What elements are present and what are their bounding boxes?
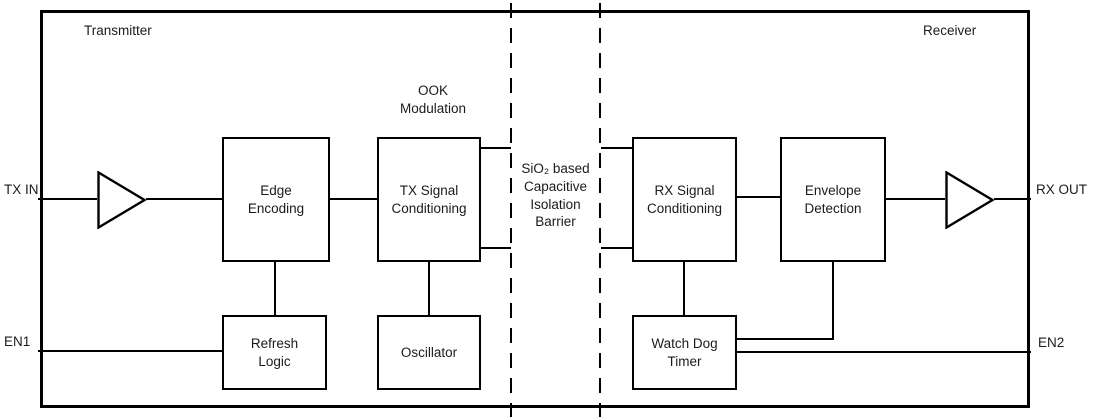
block-tx-signal-conditioning: TX Signal Conditioning bbox=[377, 137, 481, 262]
isolation-barrier-dashed-line-left bbox=[510, 3, 512, 417]
isolation-barrier-dashed-line-right bbox=[599, 3, 601, 417]
wire-refresh-logic-to-edge-encoding bbox=[274, 262, 276, 315]
wire-rx-signal-to-envelope bbox=[737, 196, 780, 198]
port-label-tx-in: TX IN bbox=[4, 182, 39, 197]
wire-buffer-to-edge-encoding bbox=[146, 198, 222, 200]
wire-envelope-to-watchdog bbox=[737, 338, 834, 340]
wire-tx-coupling-bottom bbox=[481, 247, 511, 249]
wire-envelope-to-buffer bbox=[886, 198, 945, 200]
wire-watchdog-to-rx-signal bbox=[683, 262, 685, 315]
wire-en2 bbox=[737, 351, 1031, 353]
region-label-receiver: Receiver bbox=[923, 23, 977, 38]
port-label-rx-out: RX OUT bbox=[1036, 182, 1088, 197]
block-rx-signal-conditioning: RX Signal Conditioning bbox=[632, 137, 737, 262]
wire-en1 bbox=[38, 350, 222, 352]
wire-tx-in bbox=[38, 198, 97, 200]
wire-rx-coupling-bottom bbox=[601, 247, 632, 249]
wire-tx-coupling-top bbox=[481, 147, 511, 149]
wire-oscillator-to-tx-signal bbox=[428, 262, 430, 315]
block-oscillator: Oscillator bbox=[377, 315, 481, 390]
wire-rx-coupling-top bbox=[601, 147, 632, 149]
block-watchdog-timer: Watch Dog Timer bbox=[632, 315, 737, 390]
rx-output-buffer-icon bbox=[945, 171, 995, 229]
block-edge-encoding: Edge Encoding bbox=[222, 137, 330, 262]
region-label-transmitter: Transmitter bbox=[84, 23, 152, 38]
port-label-en1: EN1 bbox=[4, 334, 31, 349]
tx-input-buffer-icon bbox=[97, 171, 147, 229]
chip-outline bbox=[40, 10, 1030, 408]
wire-rx-out bbox=[994, 198, 1031, 200]
wire-envelope-down bbox=[832, 262, 834, 340]
block-envelope-detection: Envelope Detection bbox=[780, 137, 886, 262]
ook-modulation-label: OOK Modulation bbox=[399, 83, 467, 116]
isolation-barrier-label: SiO₂ based Capacitive Isolation Barrier bbox=[521, 161, 590, 230]
port-label-en2: EN2 bbox=[1038, 335, 1065, 350]
wire-edge-encoding-to-tx-signal bbox=[330, 198, 377, 200]
block-refresh-logic: Refresh Logic bbox=[222, 315, 327, 390]
